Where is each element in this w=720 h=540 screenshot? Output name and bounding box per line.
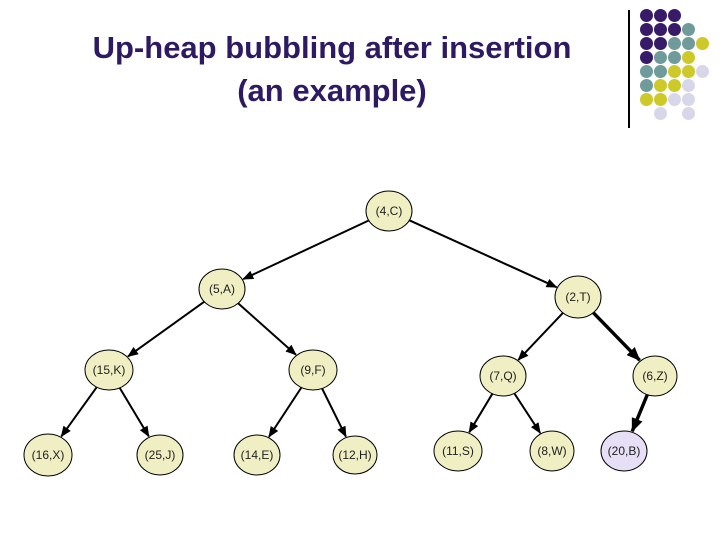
ornament-dot xyxy=(654,93,667,106)
ornament-dot xyxy=(682,79,695,92)
ornament-dot xyxy=(668,51,681,64)
ornament-dot xyxy=(654,107,667,120)
ornament-dot xyxy=(654,65,667,78)
tree-edge-9F-12H xyxy=(321,388,347,438)
tree-node-label: (7,Q) xyxy=(489,369,516,383)
ornament-dot xyxy=(640,51,653,64)
ornament-dot xyxy=(654,37,667,50)
tree-node-ellipse xyxy=(529,430,575,472)
tree-node-5A: (5,A) xyxy=(198,268,246,310)
ornament-dot xyxy=(696,37,709,50)
tree-edge-15K-16X xyxy=(60,386,98,438)
tree-node-ellipse xyxy=(136,434,184,476)
ornament-dot xyxy=(668,93,681,106)
slide-title-line1: Up-heap bubbling after insertion xyxy=(92,30,572,65)
tree-edge-2T-7Q xyxy=(517,312,564,361)
tree-edge-2T-6Z xyxy=(592,311,641,362)
tree-edge-5A-9F xyxy=(237,302,297,356)
ornament-dot xyxy=(668,9,681,22)
tree-node-7Q: (7,Q) xyxy=(479,355,527,397)
vertical-divider xyxy=(628,10,630,128)
tree-node-4C: (4,C) xyxy=(365,190,413,232)
node-layer: (4,C) (5,A) (2,T) (15,K) (9,F) (7,Q) (6,Z) (16,… xyxy=(23,190,678,477)
tree-edge-15K-25J xyxy=(118,387,150,438)
ornament-dot xyxy=(696,65,709,78)
tree-node-label: (8,W) xyxy=(537,444,566,458)
tree-node-ellipse xyxy=(233,434,281,476)
tree-node-16X: (16,X) xyxy=(23,433,73,477)
ornament-dot xyxy=(668,23,681,36)
tree-node-label: (9,F) xyxy=(300,363,325,377)
ornament-dot xyxy=(682,23,695,36)
tree-node-25J: (25,J) xyxy=(136,434,184,476)
tree-node-ellipse xyxy=(632,355,678,397)
tree-edge-7Q-8W xyxy=(513,392,542,434)
dots-ornament xyxy=(640,9,712,123)
tree-node-2T: (2,T) xyxy=(554,275,602,319)
tree-node-label: (16,X) xyxy=(32,448,65,462)
tree-edge-5A-15K xyxy=(127,300,205,358)
ornament-dot xyxy=(682,37,695,50)
tree-node-ellipse xyxy=(479,355,527,397)
ornament-dot xyxy=(682,107,695,120)
ornament-dot xyxy=(640,93,653,106)
tree-node-12H: (12,H) xyxy=(332,435,378,475)
tree-node-14E: (14,E) xyxy=(233,434,281,476)
tree-node-label: (2,T) xyxy=(565,290,590,304)
ornament-dot xyxy=(668,79,681,92)
ornament-dot xyxy=(682,65,695,78)
tree-node-11S: (11,S) xyxy=(433,430,483,472)
tree-node-8W: (8,W) xyxy=(529,430,575,472)
tree-edge-4C-2T xyxy=(408,219,558,289)
tree-node-label: (5,A) xyxy=(209,282,235,296)
tree-node-ellipse xyxy=(198,268,246,310)
ornament-dot xyxy=(682,93,695,106)
ornament-dot xyxy=(640,37,653,50)
tree-node-label: (6,Z) xyxy=(642,369,667,383)
tree-edge-7Q-11S xyxy=(468,393,494,434)
ornament-dot xyxy=(640,23,653,36)
ornament-dot xyxy=(668,65,681,78)
ornament-dot xyxy=(654,51,667,64)
ornament-dot xyxy=(640,65,653,78)
tree-node-ellipse xyxy=(84,349,134,391)
tree-node-label: (11,S) xyxy=(442,444,474,458)
tree-node-label: (20,B) xyxy=(608,444,641,458)
tree-edge-6Z-20B xyxy=(630,394,649,433)
ornament-dot xyxy=(654,23,667,36)
tree-node-ellipse xyxy=(332,435,378,475)
ornament-dot xyxy=(682,51,695,64)
tree-node-ellipse xyxy=(365,190,413,232)
tree-edge-4C-5A xyxy=(242,219,370,281)
tree-node-ellipse xyxy=(600,430,648,472)
tree-node-ellipse xyxy=(23,433,73,477)
tree-node-ellipse xyxy=(433,430,483,472)
tree-node-ellipse xyxy=(554,275,602,319)
tree-node-20B: (20,B) xyxy=(600,430,648,472)
tree-node-ellipse xyxy=(288,349,338,391)
tree-node-label: (14,E) xyxy=(241,448,274,462)
ornament-dot xyxy=(654,79,667,92)
ornament-dot xyxy=(640,79,653,92)
tree-edge-9F-14E xyxy=(268,386,303,438)
tree-node-label: (12,H) xyxy=(338,448,371,462)
tree-node-label: (25,J) xyxy=(145,448,176,462)
slide-title-line2: (an example) xyxy=(237,73,427,108)
tree-node-15K: (15,K) xyxy=(84,349,134,391)
edge-layer xyxy=(60,219,649,438)
slide-title: Up-heap bubbling after insertion (an exa… xyxy=(32,26,632,112)
tree-node-9F: (9,F) xyxy=(288,349,338,391)
ornament-dot xyxy=(668,37,681,50)
tree-node-label: (15,K) xyxy=(93,363,126,377)
tree-node-label: (4,C) xyxy=(376,204,403,218)
ornament-dot xyxy=(640,9,653,22)
tree-node-6Z: (6,Z) xyxy=(632,355,678,397)
ornament-dot xyxy=(654,9,667,22)
